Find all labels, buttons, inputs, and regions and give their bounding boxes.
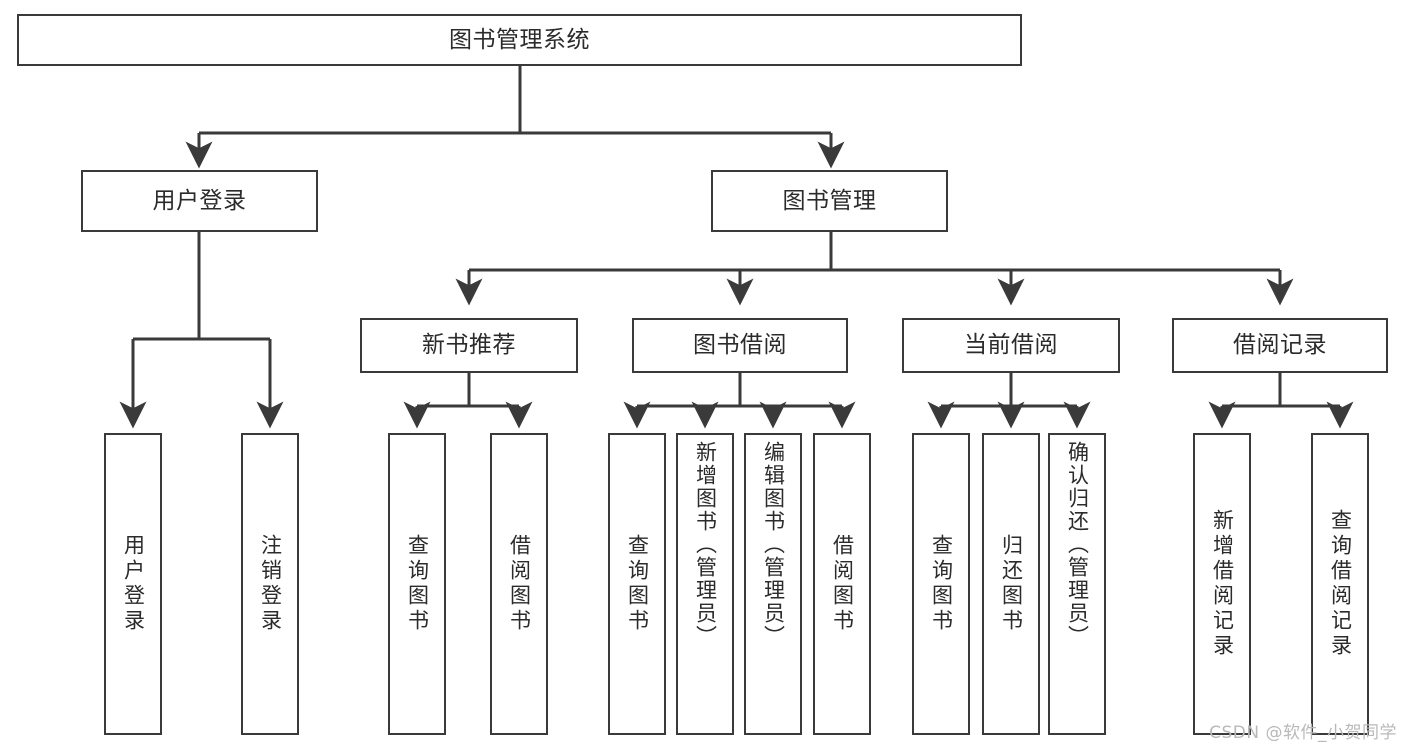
node-label: 用户登录 — [121, 534, 146, 634]
node-label: 图书借阅 — [693, 332, 787, 359]
node-user-login[interactable]: 用户登录 — [81, 170, 318, 232]
leaf-add-borrow-record[interactable]: 新增借阅记录 — [1193, 433, 1251, 735]
leaf-query-book-new[interactable]: 查询图书 — [388, 433, 446, 735]
node-borrow-record[interactable]: 借阅记录 — [1172, 318, 1388, 373]
node-new-book-recommend[interactable]: 新书推荐 — [360, 318, 578, 373]
node-label: 确认归还（管理员） — [1065, 441, 1090, 648]
node-root-system[interactable]: 图书管理系统 — [17, 14, 1022, 66]
leaf-borrow-book[interactable]: 借阅图书 — [813, 433, 871, 735]
node-label: 新增借阅记录 — [1210, 509, 1235, 659]
leaf-query-book-current[interactable]: 查询图书 — [912, 433, 970, 735]
node-label: 查询图书 — [405, 534, 430, 634]
watermark-text: CSDN @软件_小贺同学 — [1209, 723, 1397, 743]
leaf-query-book-borrow[interactable]: 查询图书 — [608, 433, 666, 735]
leaf-user-login[interactable]: 用户登录 — [104, 433, 162, 735]
node-label: 查询图书 — [625, 534, 650, 634]
node-book-borrow[interactable]: 图书借阅 — [632, 318, 848, 373]
node-label: 借阅图书 — [830, 534, 855, 634]
leaf-confirm-return-admin[interactable]: 确认归还（管理员） — [1048, 433, 1106, 735]
node-label: 图书管理 — [782, 187, 877, 214]
leaf-return-book[interactable]: 归还图书 — [982, 433, 1040, 735]
node-label: 注销登录 — [258, 534, 283, 634]
node-label: 新书推荐 — [422, 332, 516, 359]
node-label: 查询借阅记录 — [1328, 509, 1353, 659]
leaf-user-logout[interactable]: 注销登录 — [241, 433, 299, 735]
node-label: 图书管理系统 — [449, 26, 590, 53]
node-label: 当前借阅 — [964, 332, 1058, 359]
node-label: 查询图书 — [929, 534, 954, 634]
node-book-management[interactable]: 图书管理 — [711, 170, 948, 232]
leaf-query-borrow-record[interactable]: 查询借阅记录 — [1311, 433, 1369, 735]
node-label: 新增图书（管理员） — [693, 441, 718, 648]
node-label: 借阅记录 — [1233, 332, 1327, 359]
node-label: 归还图书 — [999, 534, 1024, 634]
leaf-borrow-book-new[interactable]: 借阅图书 — [490, 433, 548, 735]
node-label: 用户登录 — [152, 187, 247, 214]
node-label: 编辑图书（管理员） — [761, 441, 786, 648]
leaf-edit-book-admin[interactable]: 编辑图书（管理员） — [744, 433, 802, 735]
node-current-borrow[interactable]: 当前借阅 — [902, 318, 1120, 373]
node-label: 借阅图书 — [507, 534, 532, 634]
leaf-add-book-admin[interactable]: 新增图书（管理员） — [676, 433, 734, 735]
